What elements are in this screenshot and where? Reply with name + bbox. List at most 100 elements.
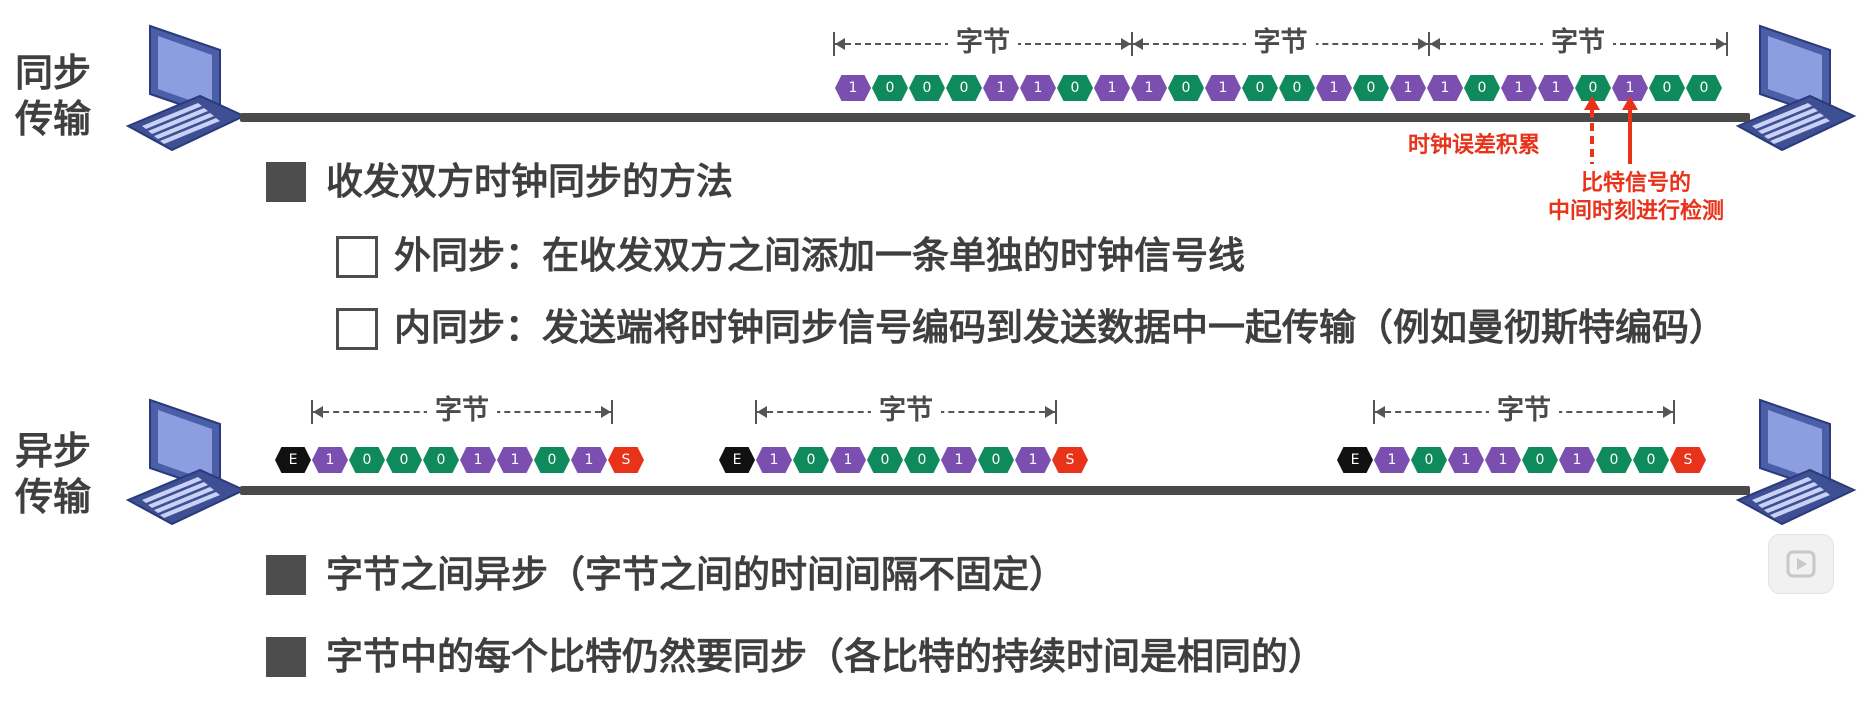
byte-label: 字节	[1543, 28, 1613, 58]
bit-zero: 0	[1353, 75, 1389, 101]
bit-one: 1	[830, 447, 866, 473]
end-marker: E	[275, 447, 311, 473]
bit-zero: 0	[423, 447, 459, 473]
sampling-annotation-line2: 中间时刻进行检测	[1547, 199, 1724, 224]
receiver-laptop-icon	[1735, 24, 1857, 152]
bullet-filled-square	[266, 555, 306, 595]
bit-one: 1	[1448, 447, 1484, 473]
byte-label: 字节	[427, 396, 497, 426]
bit-zero: 0	[534, 447, 570, 473]
clock-error-annotation: 时钟误差积累	[1408, 133, 1541, 158]
play-icon	[1786, 550, 1816, 578]
receiver-laptop-icon	[1735, 398, 1857, 526]
bit-one: 1	[460, 447, 496, 473]
bit-one: 1	[571, 447, 607, 473]
bit-one: 1	[983, 75, 1019, 101]
sync-label-line2: 传输	[14, 97, 91, 141]
bit-zero: 0	[1575, 75, 1611, 101]
sender-laptop-icon	[125, 398, 247, 526]
async-label: 异步 传输	[8, 428, 98, 520]
bit-zero: 0	[1686, 75, 1722, 101]
byte-label: 字节	[1489, 396, 1559, 426]
bit-zero: 0	[1649, 75, 1685, 101]
internal-sync-item: 内同步：发送端将时钟同步信号编码到发送数据中一起传输（例如曼彻斯特编码）	[394, 306, 1726, 349]
bit-zero: 0	[1242, 75, 1278, 101]
bit-one: 1	[941, 447, 977, 473]
sync-byte-span: 字节	[833, 28, 1133, 58]
bit-one: 1	[312, 447, 348, 473]
external-sync-item: 外同步：在收发双方之间添加一条单独的时钟信号线	[394, 234, 1245, 277]
start-marker: S	[608, 447, 644, 473]
bit-zero: 0	[1633, 447, 1669, 473]
bit-one: 1	[1015, 447, 1051, 473]
bit-zero: 0	[1411, 447, 1447, 473]
bit-zero: 0	[978, 447, 1014, 473]
sampling-arrow-icon	[1622, 96, 1638, 164]
bit-one: 1	[1485, 447, 1521, 473]
clock-error-arrow-icon	[1584, 96, 1600, 164]
bit-zero: 0	[872, 75, 908, 101]
sync-transmission-line	[240, 113, 1750, 122]
sampling-annotation: 比特信号的 中间时刻进行检测	[1536, 170, 1736, 226]
bit-zero: 0	[349, 447, 385, 473]
async-label-line1: 异步	[14, 429, 91, 473]
bit-one: 1	[1559, 447, 1595, 473]
bit-one: 1	[1316, 75, 1352, 101]
bit-zero: 0	[1279, 75, 1315, 101]
async-byte-span: 字节	[755, 396, 1057, 426]
bit-zero: 0	[1464, 75, 1500, 101]
bullet-empty-square	[336, 236, 378, 278]
bit-zero: 0	[386, 447, 422, 473]
async-note-between-bytes: 字节之间异步（字节之间的时间间隔不固定）	[326, 553, 1066, 596]
sync-byte-span: 字节	[1428, 28, 1728, 58]
end-marker: E	[719, 447, 755, 473]
bit-zero: 0	[904, 447, 940, 473]
bit-one: 1	[756, 447, 792, 473]
sync-byte-span: 字节	[1131, 28, 1430, 58]
bit-zero: 0	[1522, 447, 1558, 473]
sync-label: 同步 传输	[8, 50, 98, 142]
bit-zero: 0	[867, 447, 903, 473]
bit-one: 1	[1390, 75, 1426, 101]
bit-one: 1	[497, 447, 533, 473]
bit-one: 1	[1020, 75, 1056, 101]
bit-one: 1	[1427, 75, 1463, 101]
start-marker: S	[1052, 447, 1088, 473]
bit-one: 1	[1205, 75, 1241, 101]
bullet-filled-square	[266, 162, 306, 202]
async-transmission-line	[240, 486, 1750, 495]
async-byte-span: 字节	[1373, 396, 1675, 426]
bit-zero: 0	[1596, 447, 1632, 473]
bit-one: 1	[1094, 75, 1130, 101]
bit-zero: 0	[946, 75, 982, 101]
sampling-annotation-line1: 比特信号的	[1580, 171, 1691, 196]
bit-zero: 0	[793, 447, 829, 473]
bit-one: 1	[835, 75, 871, 101]
bit-zero: 0	[909, 75, 945, 101]
bit-zero: 0	[1057, 75, 1093, 101]
bullet-empty-square	[336, 308, 378, 350]
bit-zero: 0	[1168, 75, 1204, 101]
sync-methods-heading: 收发双方时钟同步的方法	[326, 160, 733, 203]
async-byte-span: 字节	[311, 396, 613, 426]
sync-label-line1: 同步	[14, 51, 91, 95]
start-marker: S	[1670, 447, 1706, 473]
bit-one: 1	[1131, 75, 1167, 101]
byte-label: 字节	[948, 28, 1018, 58]
async-label-line2: 传输	[14, 475, 91, 519]
bit-one: 1	[1374, 447, 1410, 473]
bit-one: 1	[1538, 75, 1574, 101]
async-note-within-byte: 字节中的每个比特仍然要同步（各比特的持续时间是相同的）	[326, 635, 1325, 678]
byte-label: 字节	[1245, 28, 1316, 58]
bit-one: 1	[1501, 75, 1537, 101]
bit-one: 1	[1612, 75, 1648, 101]
play-button[interactable]	[1768, 534, 1834, 594]
sender-laptop-icon	[125, 24, 247, 152]
bullet-filled-square	[266, 637, 306, 677]
byte-label: 字节	[871, 396, 941, 426]
end-marker: E	[1337, 447, 1373, 473]
